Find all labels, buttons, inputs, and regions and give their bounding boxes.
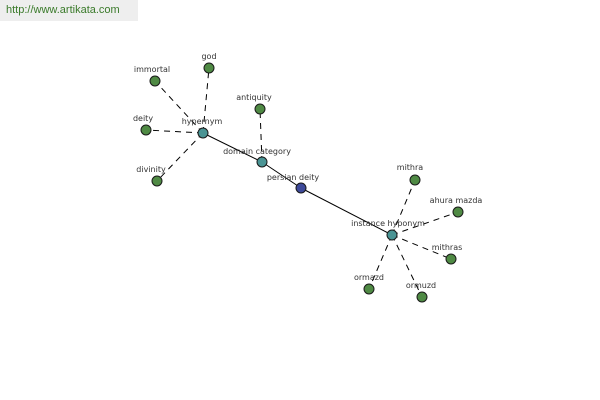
- node-circle-mithras[interactable]: [445, 253, 457, 265]
- node-circle-domain-category[interactable]: [256, 156, 268, 168]
- node-circle-ormazd[interactable]: [363, 283, 375, 295]
- node-label-ormazd[interactable]: ormazd: [354, 273, 384, 282]
- node-circle-divinity[interactable]: [151, 175, 163, 187]
- node-persian-deity[interactable]: persian deity: [267, 173, 320, 194]
- site-url-banner[interactable]: http://www.artikata.com: [0, 0, 138, 21]
- node-label-divinity[interactable]: divinity: [136, 165, 166, 174]
- node-god[interactable]: god: [201, 52, 217, 74]
- edge-persian-deity-instance-hyponym: [300, 187, 393, 236]
- edge-domain-category-antiquity: [259, 108, 263, 163]
- edge-hypernym-immortal: [154, 80, 204, 134]
- edge-instance-hyponym-ormuzd: [391, 234, 423, 298]
- edge-hypernym-deity: [145, 129, 204, 134]
- node-antiquity[interactable]: antiquity: [236, 93, 272, 115]
- node-ahura-mazda[interactable]: ahura mazda: [430, 196, 483, 218]
- edge-instance-hyponym-ormazd: [368, 234, 393, 290]
- node-mithras[interactable]: mithras: [432, 243, 463, 265]
- edge-domain-category-persian-deity: [261, 161, 302, 189]
- nodes-layer: persian deity hypernym domain category inst…: [133, 52, 483, 303]
- node-hypernym[interactable]: hypernym: [182, 117, 223, 139]
- node-mithra[interactable]: mithra: [397, 163, 424, 186]
- edge-instance-hyponym-mithra: [391, 179, 416, 236]
- node-deity[interactable]: deity: [133, 114, 153, 136]
- node-immortal[interactable]: immortal: [134, 65, 170, 87]
- node-circle-mithra[interactable]: [409, 174, 421, 186]
- node-label-hypernym[interactable]: hypernym: [182, 117, 223, 126]
- node-label-god[interactable]: god: [201, 52, 216, 61]
- node-circle-ormuzd[interactable]: [416, 291, 428, 303]
- node-label-mithras[interactable]: mithras: [432, 243, 463, 252]
- node-label-immortal[interactable]: immortal: [134, 65, 170, 74]
- node-label-domain-category[interactable]: domain category: [223, 147, 291, 156]
- node-circle-god[interactable]: [203, 62, 215, 74]
- node-circle-instance-hyponym[interactable]: [386, 229, 398, 241]
- node-label-antiquity[interactable]: antiquity: [236, 93, 272, 102]
- node-label-ormuzd[interactable]: ormuzd: [406, 281, 436, 290]
- node-ormazd[interactable]: ormazd: [354, 273, 384, 295]
- node-instance-hyponym[interactable]: instance hyponym: [351, 219, 425, 241]
- node-label-mithra[interactable]: mithra: [397, 163, 424, 172]
- node-label-ahura-mazda[interactable]: ahura mazda: [430, 196, 483, 205]
- edge-hypernym-domain-category: [202, 132, 263, 163]
- node-label-persian-deity[interactable]: persian deity: [267, 173, 320, 182]
- node-label-instance-hyponym[interactable]: instance hyponym: [351, 219, 425, 228]
- node-label-deity[interactable]: deity: [133, 114, 153, 123]
- node-circle-deity[interactable]: [140, 124, 152, 136]
- node-circle-persian-deity[interactable]: [295, 182, 307, 194]
- node-circle-ahura-mazda[interactable]: [452, 206, 464, 218]
- node-domain-category[interactable]: domain category: [223, 147, 291, 168]
- node-ormuzd[interactable]: ormuzd: [406, 281, 436, 303]
- node-circle-antiquity[interactable]: [254, 103, 266, 115]
- node-divinity[interactable]: divinity: [136, 165, 166, 187]
- node-circle-immortal[interactable]: [149, 75, 161, 87]
- node-circle-hypernym[interactable]: [197, 127, 209, 139]
- edge-instance-hyponym-ahura-mazda: [391, 211, 459, 236]
- edge-hypernym-divinity: [156, 132, 204, 182]
- edges-layer: [145, 67, 459, 298]
